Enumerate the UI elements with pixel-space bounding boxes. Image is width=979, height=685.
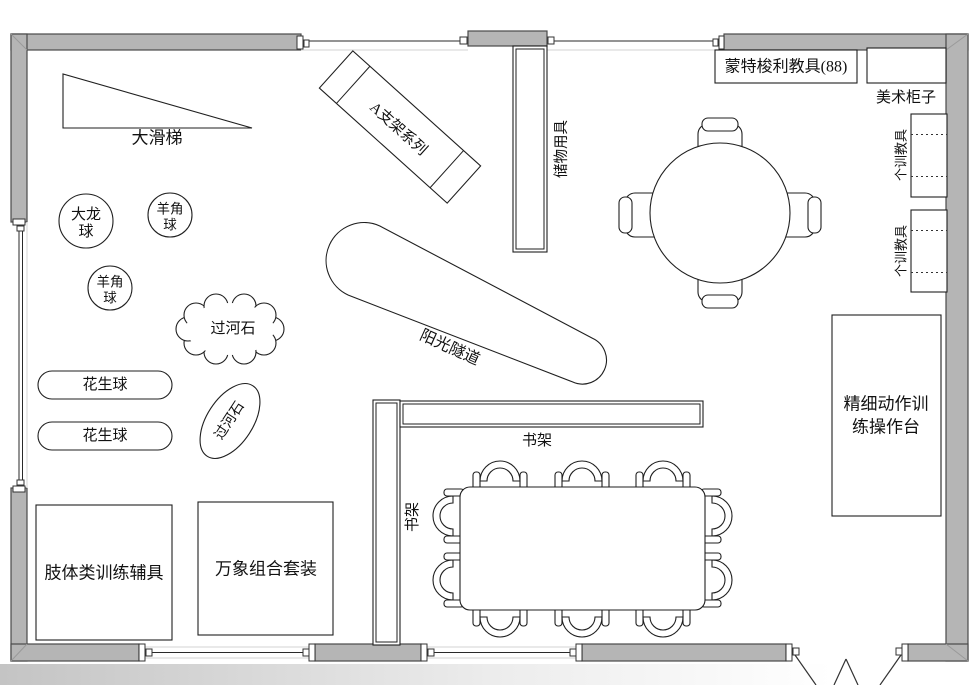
fine-motor-station: 精细动作训 练操作台 bbox=[831, 314, 942, 517]
wall-corner-miters bbox=[10, 33, 969, 662]
storage-cabinet-label: 储物用具 bbox=[553, 120, 570, 178]
goat-horn-ball-1: 羊角 球 bbox=[147, 192, 193, 238]
sunshine-tunnel: 阳光隧道 bbox=[325, 222, 608, 385]
montessori-shelf-label: 蒙特梭利教具(88) bbox=[725, 58, 848, 76]
wall-segment bbox=[581, 643, 787, 662]
goat-horn-ball-label: 球 bbox=[163, 218, 177, 233]
river-stones-cloud: 过河石 bbox=[175, 293, 285, 365]
wall-segment bbox=[945, 33, 969, 662]
wall-pier bbox=[467, 30, 548, 47]
big-dragon-ball-label: 球 bbox=[78, 223, 93, 240]
wall-segment bbox=[10, 643, 140, 662]
rect-table bbox=[459, 486, 706, 611]
wanxiang-combo-set-label: 万象组合套装 bbox=[215, 560, 317, 579]
window-jambs bbox=[12, 35, 909, 662]
chair bbox=[700, 552, 733, 608]
goat-horn-ball-2: 羊角 球 bbox=[87, 265, 133, 311]
wall-segment bbox=[314, 643, 422, 662]
river-stones-cloud-label: 过河石 bbox=[210, 320, 255, 337]
big-dragon-ball: 大龙 球 bbox=[58, 193, 114, 249]
chair bbox=[432, 488, 465, 544]
art-cabinet-label: 美术柜子 bbox=[876, 89, 936, 106]
goat-horn-ball-label: 羊角 bbox=[97, 275, 124, 290]
window-sills bbox=[26, 49, 724, 659]
peanut-ball-label: 花生球 bbox=[82, 427, 127, 444]
wall-segment bbox=[10, 33, 28, 223]
bookshelf-vertical-label: 书架 bbox=[404, 502, 421, 532]
bookshelf-horizontal: 书架 bbox=[399, 400, 704, 449]
chair bbox=[635, 605, 691, 638]
rect-table-group bbox=[432, 460, 733, 638]
wall-segment bbox=[10, 33, 302, 51]
round-table-group bbox=[618, 117, 822, 309]
big-dragon-ball-label: 大龙 bbox=[71, 206, 101, 223]
chair bbox=[554, 605, 610, 638]
montessori-shelf: 蒙特梭利教具(88) bbox=[714, 49, 858, 84]
bookshelf-vertical: 书架 bbox=[372, 399, 421, 646]
double-door bbox=[794, 654, 902, 685]
page-shadow bbox=[0, 664, 979, 685]
individual-training-cabinet-1: 个训教具 bbox=[894, 113, 948, 198]
chair bbox=[700, 488, 733, 544]
fine-motor-station-label: 练操作台 bbox=[852, 418, 920, 437]
wall-segment bbox=[907, 643, 969, 662]
bookshelf-horizontal-label: 书架 bbox=[522, 432, 552, 449]
peanut-ball-1: 花生球 bbox=[37, 370, 173, 400]
individual-training-label: 个训教具 bbox=[894, 225, 909, 277]
storage-cabinet: 储物用具 bbox=[512, 45, 570, 253]
wanxiang-combo-set: 万象组合套装 bbox=[197, 501, 334, 636]
chair bbox=[432, 552, 465, 608]
goat-horn-ball-label: 球 bbox=[103, 291, 117, 306]
limb-training-aids-label: 肢体类训练辅具 bbox=[45, 564, 164, 583]
big-slide-label: 大滑梯 bbox=[132, 129, 183, 148]
a-frame-series: A支架系列 bbox=[318, 50, 482, 204]
round-table bbox=[649, 142, 791, 284]
individual-training-cabinet-2: 个训教具 bbox=[894, 209, 948, 293]
peanut-ball-2: 花生球 bbox=[37, 421, 173, 451]
art-cabinet: 美术柜子 bbox=[866, 47, 947, 106]
goat-horn-ball-label: 羊角 bbox=[157, 202, 184, 217]
window-glazing bbox=[18, 40, 713, 653]
individual-training-label: 个训教具 bbox=[894, 129, 909, 181]
limb-training-aids: 肢体类训练辅具 bbox=[35, 504, 173, 641]
wall-segment bbox=[10, 487, 28, 662]
big-slide: 大滑梯 bbox=[62, 73, 253, 148]
peanut-ball-label: 花生球 bbox=[82, 376, 127, 393]
river-stones-ellipse: 过河石 bbox=[199, 383, 261, 459]
chair bbox=[472, 605, 528, 638]
fine-motor-station-label: 精细动作训 bbox=[844, 395, 929, 414]
